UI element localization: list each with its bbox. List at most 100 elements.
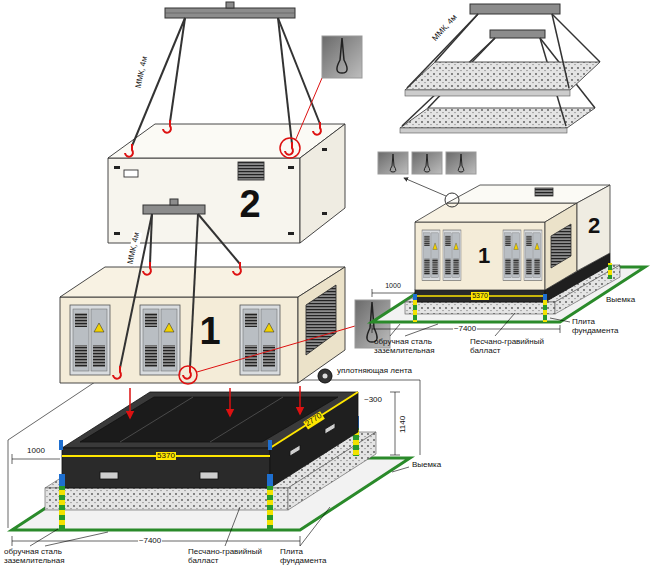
switchgear-door — [140, 305, 180, 375]
sling — [190, 214, 198, 368]
sling — [278, 18, 320, 124]
lifting-beam — [490, 30, 545, 38]
detail-callout — [424, 154, 430, 172]
crane-hook — [163, 120, 171, 133]
detail-callout — [445, 193, 459, 207]
detail-callout — [412, 152, 442, 174]
lowering-arrow — [299, 386, 301, 414]
module-box — [306, 285, 336, 355]
module-box — [60, 297, 298, 383]
dimension-tape — [62, 392, 358, 456]
module-box — [535, 188, 553, 196]
leader-line — [300, 507, 330, 546]
roof-slab — [405, 62, 600, 90]
grounding-stake — [543, 294, 547, 300]
dimension-label: 5370 — [471, 292, 489, 300]
sling — [198, 214, 240, 264]
module-box — [60, 267, 345, 383]
detail-callout — [458, 154, 464, 172]
switchgear-door — [240, 305, 280, 375]
sling — [407, 14, 600, 88]
crane-hook — [233, 262, 241, 275]
part-label: обручная сталь заземлительная — [4, 548, 88, 566]
lifting-point — [114, 148, 327, 235]
sling — [170, 18, 185, 122]
dimension-label: 1000 — [384, 282, 402, 290]
detail-callout — [378, 152, 408, 174]
dimension-line — [12, 459, 60, 460]
foundation-frame — [325, 423, 335, 434]
grounding-stake — [59, 474, 65, 486]
dimension-line — [390, 455, 400, 456]
dimension-line — [12, 392, 400, 546]
dimension-line — [372, 289, 560, 333]
detail-callout — [296, 78, 322, 139]
dimension-line — [300, 536, 301, 546]
sling — [120, 214, 152, 368]
crane-hook — [183, 366, 191, 379]
dimension-label: ~300 — [364, 396, 382, 405]
lifting-beam — [143, 199, 205, 214]
module-number: 2 — [239, 184, 260, 226]
lifting-beam — [165, 2, 295, 18]
crane-hook — [285, 142, 293, 155]
dimension-line — [372, 325, 373, 333]
switchgear-door — [503, 230, 521, 280]
sling — [120, 214, 240, 368]
lifting-beam — [143, 205, 205, 214]
module-box — [415, 222, 545, 290]
leader-line — [225, 507, 240, 546]
grounding-stake — [267, 474, 273, 486]
roof-slab — [400, 108, 595, 133]
module-number: 1 — [199, 311, 220, 353]
module-box — [551, 224, 571, 268]
dimension-line — [560, 325, 561, 333]
sling-label: ММК, 4м — [134, 54, 150, 89]
detail-callout — [446, 152, 476, 174]
crane-hook — [313, 122, 321, 135]
crane-hook — [125, 144, 133, 157]
lowering-arrow — [129, 388, 131, 418]
crane-hook — [113, 366, 121, 379]
lifting-point — [114, 232, 120, 235]
dimension-label: ~7400 — [453, 325, 477, 334]
switchgear-door — [422, 230, 542, 280]
leader-line — [495, 313, 515, 336]
sling-label: ММК, 4м — [126, 230, 142, 265]
module-box — [124, 170, 138, 177]
module-box — [415, 185, 610, 290]
lowering-arrow — [130, 386, 300, 418]
foundation-frame — [62, 392, 358, 488]
lifting-point — [288, 166, 294, 169]
dimension-label: 1140 — [400, 415, 409, 432]
dimension-label: 1000 — [26, 447, 46, 456]
grounding-stake — [543, 300, 547, 322]
grounding-stake — [608, 263, 612, 279]
roof-slab — [405, 90, 570, 96]
sling — [552, 14, 600, 62]
detail-callout — [280, 36, 362, 158]
module-box — [108, 158, 300, 243]
foundation-frame — [210, 397, 283, 442]
leader-line — [390, 324, 400, 336]
grounding-stake — [59, 440, 63, 450]
ballast — [45, 488, 288, 510]
foundation-frame — [120, 397, 193, 442]
dimension-line — [12, 454, 13, 464]
detail-callout — [337, 38, 347, 73]
lifting-beam — [165, 13, 295, 14]
detail-callout — [404, 178, 446, 196]
part-label: Плита фундамента — [572, 318, 632, 336]
lifting-beam — [470, 4, 560, 14]
sealing-tape-roll — [318, 369, 332, 383]
module-box — [577, 185, 610, 271]
lifting-point — [114, 166, 120, 169]
part-label: Выемка — [412, 461, 441, 470]
module-box — [60, 267, 345, 297]
dimension-tape — [270, 392, 358, 448]
leader-line — [30, 529, 58, 546]
sling — [150, 214, 152, 264]
sling — [132, 18, 185, 146]
leader-line — [550, 318, 570, 322]
lifting-point — [322, 212, 327, 215]
